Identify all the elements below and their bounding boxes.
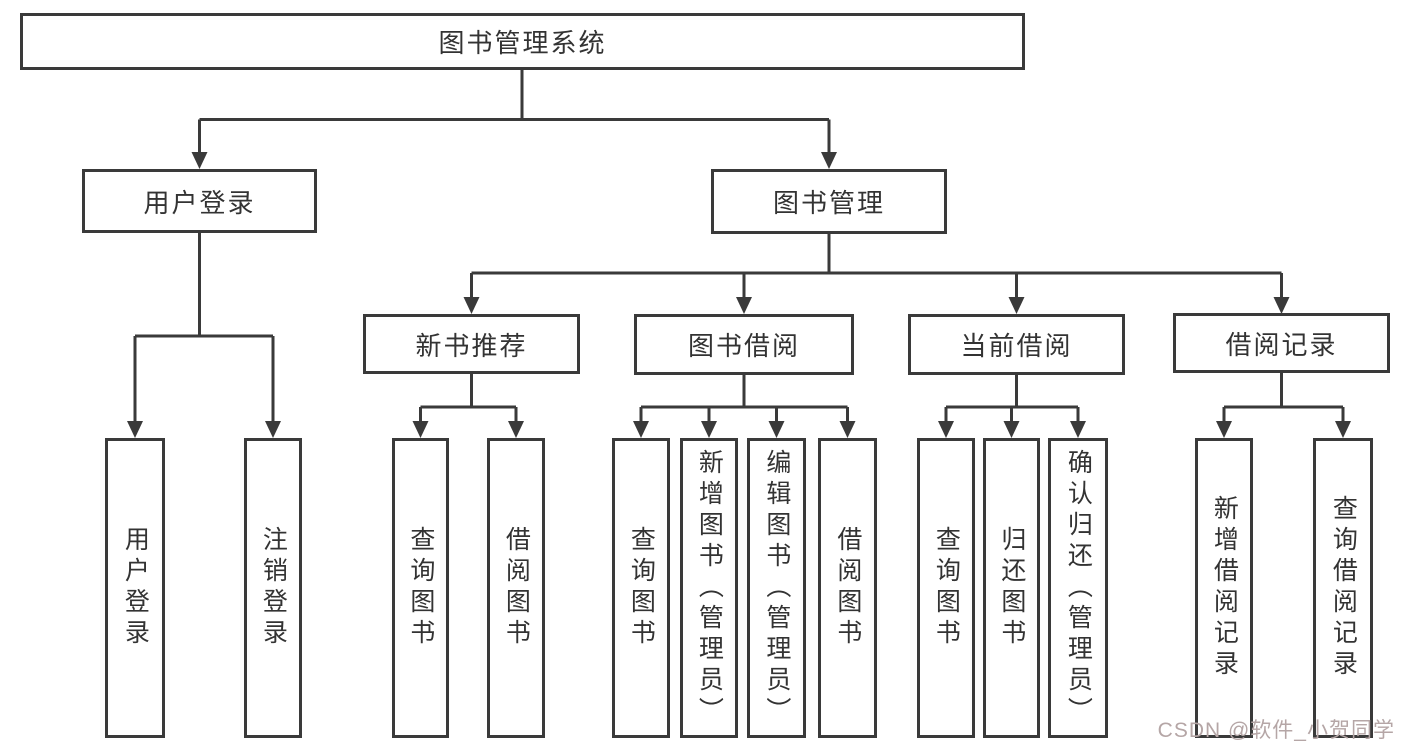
- leaf-borrowing-query-books-label: 查询图书: [627, 526, 656, 650]
- leaf-borrowing-add-books-admin-label: 新增图书（管理员）: [695, 448, 724, 728]
- node-borrowing-records-label: 借阅记录: [1225, 329, 1338, 360]
- leaf-current-confirm-return-admin: 确认归还（管理员）: [1048, 438, 1108, 738]
- connector-user-login-to-leaves: [133, 233, 275, 422]
- leaf-current-confirm-return-admin-label: 确认归还（管理员）: [1064, 448, 1093, 728]
- arrowheads-down: [127, 152, 1351, 438]
- connector-book-borrowing-to-leaves: [639, 375, 849, 422]
- leaf-user-login-label: 用户登录: [121, 526, 150, 650]
- leaf-newbook-query-books-label: 查询图书: [406, 526, 435, 650]
- node-user-login-label: 用户登录: [143, 187, 256, 218]
- connector-new-book-to-leaves: [419, 374, 518, 422]
- leaf-records-query-record: 查询借阅记录: [1313, 438, 1373, 738]
- leaf-borrowing-query-books: 查询图书: [612, 438, 670, 738]
- connector-borrowing-records-to-leaves: [1222, 373, 1345, 422]
- leaf-logout-label: 注销登录: [259, 526, 288, 650]
- node-root-label: 图书管理系统: [438, 28, 607, 58]
- leaf-records-query-record-label: 查询借阅记录: [1329, 495, 1358, 681]
- node-book-borrowing: 图书借阅: [634, 314, 854, 375]
- node-root: 图书管理系统: [20, 13, 1025, 70]
- leaf-records-add-record: 新增借阅记录: [1195, 438, 1253, 738]
- connector-current-borrowing-to-leaves: [944, 375, 1080, 422]
- leaf-newbook-borrow-books-label: 借阅图书: [502, 526, 531, 650]
- leaf-user-login: 用户登录: [105, 438, 165, 738]
- leaf-newbook-borrow-books: 借阅图书: [487, 438, 545, 738]
- connector-book-management-to-level3: [470, 234, 1283, 299]
- node-borrowing-records: 借阅记录: [1173, 313, 1390, 373]
- leaf-borrowing-edit-books-admin-label: 编辑图书（管理员）: [762, 448, 791, 728]
- leaf-current-return-books: 归还图书: [983, 438, 1040, 738]
- leaf-current-query-books-label: 查询图书: [932, 526, 961, 650]
- leaf-borrowing-borrow-books: 借阅图书: [818, 438, 877, 738]
- leaf-logout: 注销登录: [244, 438, 302, 738]
- connector-root-to-level2: [198, 70, 831, 153]
- node-book-management-label: 图书管理: [772, 188, 885, 218]
- node-new-book-recommendation: 新书推荐: [363, 314, 580, 374]
- leaf-current-return-books-label: 归还图书: [997, 526, 1026, 650]
- node-current-borrowing: 当前借阅: [908, 314, 1125, 375]
- leaf-borrowing-add-books-admin: 新增图书（管理员）: [680, 438, 738, 738]
- csdn-watermark: CSDN @软件_小贺同学: [1157, 719, 1395, 742]
- node-book-borrowing-label: 图书借阅: [687, 331, 800, 361]
- leaf-borrowing-edit-books-admin: 编辑图书（管理员）: [747, 438, 806, 738]
- node-current-borrowing-label: 当前借阅: [960, 331, 1073, 361]
- node-book-management: 图书管理: [711, 169, 947, 234]
- leaf-records-add-record-label: 新增借阅记录: [1210, 495, 1239, 681]
- node-user-login: 用户登录: [82, 169, 317, 233]
- leaf-borrowing-borrow-books-label: 借阅图书: [833, 526, 862, 650]
- node-new-book-recommendation-label: 新书推荐: [415, 330, 528, 361]
- leaf-current-query-books: 查询图书: [917, 438, 975, 738]
- leaf-newbook-query-books: 查询图书: [392, 438, 449, 738]
